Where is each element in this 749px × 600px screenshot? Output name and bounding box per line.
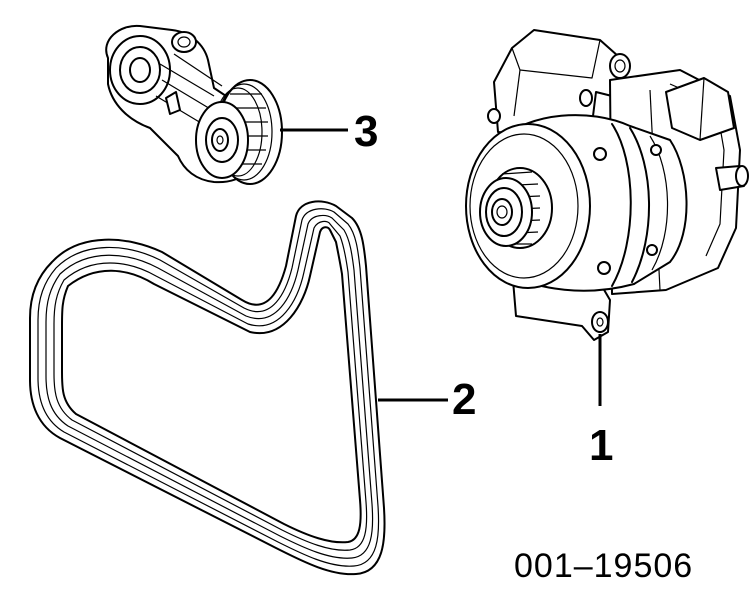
- belt-tensioner: [105, 24, 283, 185]
- figure-id: 001–19506: [514, 547, 693, 585]
- alternator: [465, 29, 749, 341]
- callout-number-belt: 2: [452, 375, 476, 424]
- callout-number-tensioner: 3: [354, 107, 378, 156]
- callout-number-alternator: 1: [589, 421, 613, 470]
- serpentine-belt: [29, 200, 386, 576]
